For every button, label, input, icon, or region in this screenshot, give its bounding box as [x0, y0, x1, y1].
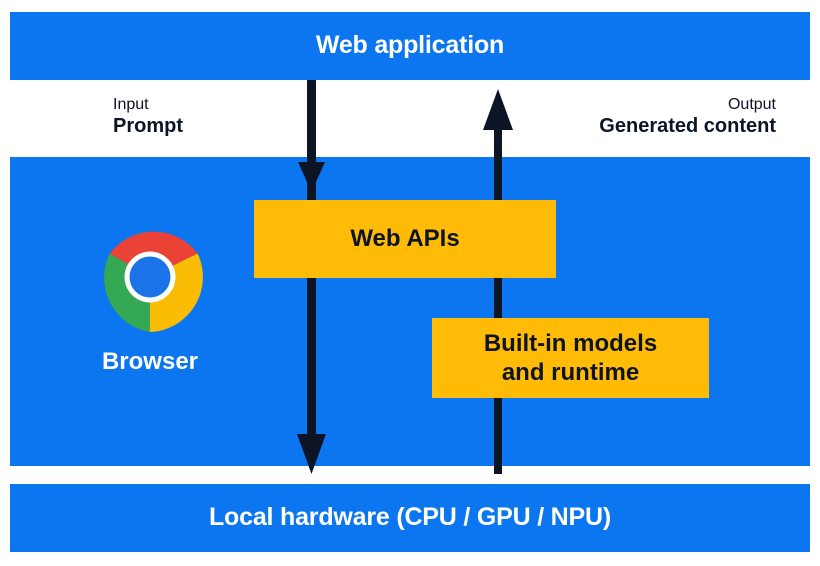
box-built-in-models-and-runtime[interactable]: Built-in models and runtime	[432, 318, 709, 398]
output-flow-label: Output Generated content	[599, 96, 776, 138]
box-web-apis-label: Web APIs	[350, 225, 460, 253]
browser-group: Browser	[70, 222, 230, 376]
band-local-hardware-label: Local hardware (CPU / GPU / NPU)	[208, 503, 611, 531]
box-built-in-models-line-1: Built-in models	[483, 329, 658, 357]
box-built-in-models-and-runtime-label: Built-in models and runtime	[484, 329, 657, 388]
chrome-logo-icon	[104, 231, 203, 332]
input-flow-kind: Input	[113, 96, 149, 113]
box-web-apis[interactable]: Web APIs	[254, 200, 556, 278]
box-built-in-models-line-2: and runtime	[501, 359, 640, 386]
output-flow-kind: Output	[727, 96, 776, 113]
band-local-hardware: Local hardware (CPU / GPU / NPU)	[10, 484, 810, 552]
band-browser-label: Browser	[101, 348, 199, 375]
output-flow-value: Generated content	[599, 114, 776, 137]
input-flow-label: Input Prompt	[113, 96, 183, 138]
input-flow-value: Prompt	[113, 114, 183, 137]
band-web-application: Web application	[10, 12, 810, 80]
band-web-application-label: Web application	[315, 31, 505, 59]
